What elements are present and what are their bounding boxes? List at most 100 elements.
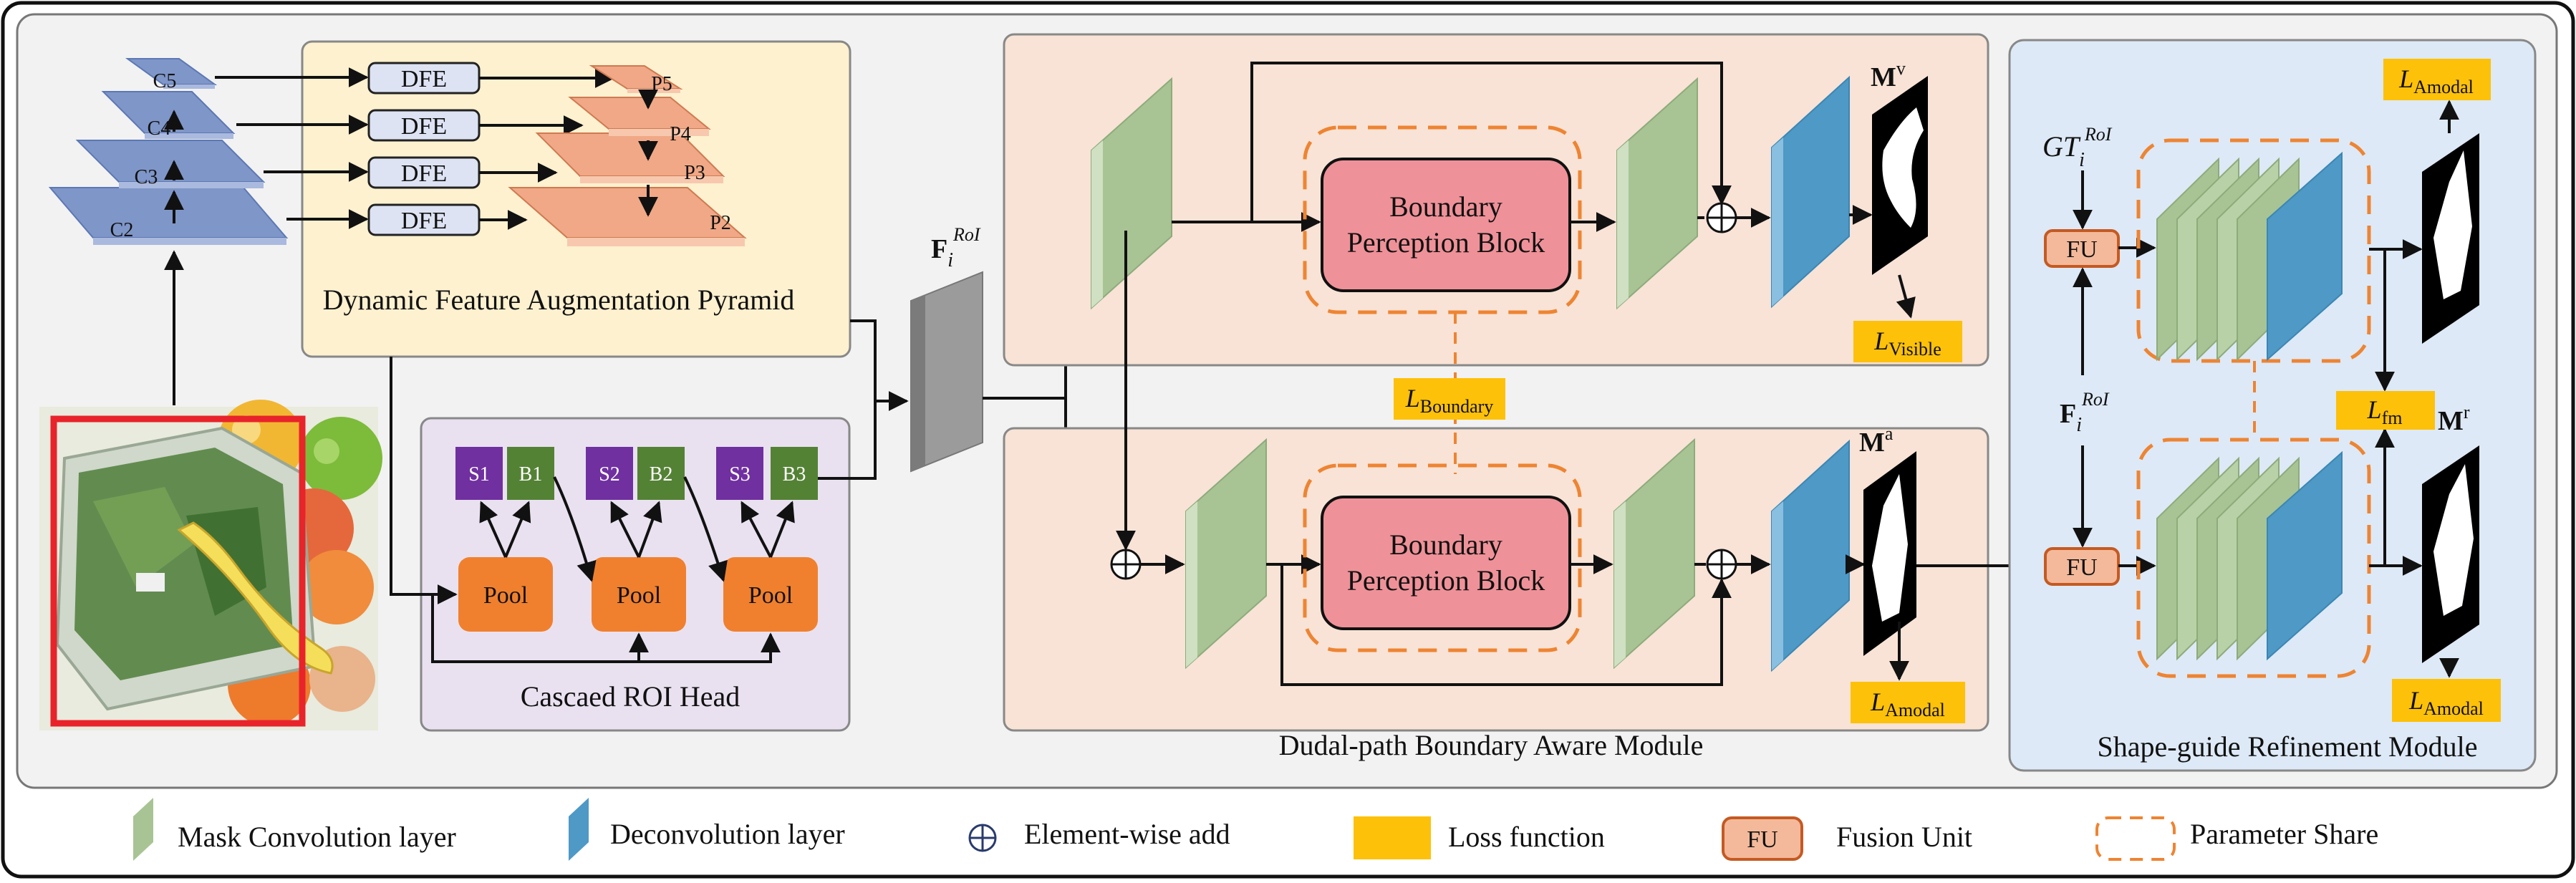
- s2-label: S2: [599, 463, 620, 486]
- loss-fm-label: Lfm: [2367, 395, 2403, 428]
- s2-box: [586, 447, 633, 500]
- apple-green: [299, 417, 382, 500]
- legend-loss-label: Loss function: [1448, 821, 1605, 853]
- pool-3-label: Pool: [748, 582, 793, 609]
- b2-box: [637, 447, 685, 500]
- loss-refine-top-label: LAmodal: [2398, 64, 2474, 97]
- loss-amodal: [1851, 682, 1965, 723]
- bpb-visible-line1: Boundary: [1389, 190, 1502, 223]
- roi-bounding-box: [50, 415, 306, 727]
- pool-1-label: Pool: [483, 582, 528, 609]
- pool-3: [723, 557, 818, 632]
- mask-refined-top: [2422, 133, 2479, 344]
- roi-stage-3: S3 B3 Pool: [716, 447, 818, 632]
- s3-box: [716, 447, 763, 500]
- s1-box: [455, 447, 503, 500]
- b1-label: B1: [519, 463, 543, 486]
- b1-box: [507, 447, 554, 500]
- refine-deconv-top: [2267, 151, 2343, 362]
- pool-2-label: Pool: [617, 582, 661, 609]
- bpb-amodal-line1: Boundary: [1389, 529, 1502, 561]
- param-share-amodal: [1303, 463, 1582, 652]
- bpb-visible: [1321, 158, 1571, 292]
- pool-1: [458, 557, 553, 632]
- roi-stage-2: S2 B2 Pool: [586, 447, 686, 632]
- mask-refined-label: Mr: [2438, 402, 2470, 436]
- dfe-label-1: DFE: [401, 66, 447, 92]
- loss-boundary: [1394, 378, 1505, 420]
- legend-share-label: Parameter Share: [2190, 818, 2378, 850]
- refine-stack-bottom: [2136, 438, 2371, 678]
- amodal-path: Boundary Perception Block Ma LAmodal: [1110, 231, 1965, 723]
- label-p3: P3: [684, 162, 705, 184]
- bpb-visible-line2: Perception Block: [1347, 226, 1545, 259]
- legend-loss-icon: [1354, 816, 1431, 859]
- b2-label: B2: [650, 463, 673, 486]
- legend-deconv-icon: [569, 798, 589, 861]
- s1-label: S1: [468, 463, 490, 486]
- backbone-pyramid: C5 C4 C3 C2: [48, 58, 289, 245]
- dfe-label-3: DFE: [401, 160, 447, 187]
- label-c3: C3: [135, 166, 158, 188]
- legend-deconv-label: Deconvolution layer: [610, 818, 845, 850]
- refine-panel: [2008, 39, 2537, 772]
- legend-add-label: Element-wise add: [1024, 818, 1230, 850]
- legend-fu-label: Fusion Unit: [1836, 821, 1972, 853]
- dfe-row: DFE DFE DFE DFE: [215, 62, 615, 236]
- label-c5: C5: [153, 70, 177, 92]
- mask-visible: [1872, 76, 1928, 275]
- loss-amodal-label: LAmodal: [1870, 687, 1945, 720]
- fu-bottom-label: FU: [2066, 554, 2097, 581]
- input-image: [39, 400, 382, 730]
- mask-visible-label: Mv: [1871, 58, 1906, 92]
- banana: [177, 521, 334, 675]
- b3-box: [771, 447, 818, 500]
- b3-label: B3: [783, 463, 806, 486]
- label-c4: C4: [148, 117, 171, 140]
- label-p5: P5: [651, 73, 672, 95]
- legend: Mask Convolution layer Deconvolution lay…: [133, 798, 2378, 861]
- loss-boundary-label: LBoundary: [1405, 384, 1494, 417]
- legend-fu-badge: FU: [1747, 826, 1777, 853]
- mask-amodal: [1863, 451, 1916, 656]
- roi-stage-1: S1 B1 Pool: [455, 447, 554, 632]
- refine-title: Shape-guide Refinement Module: [2098, 730, 2478, 763]
- gt-label: GTiRoI: [2042, 124, 2113, 171]
- roi-head-title: Cascaed ROI Head: [521, 680, 741, 713]
- param-share-visible: [1303, 125, 1582, 314]
- s3-label: S3: [729, 463, 751, 486]
- loss-visible: [1853, 321, 1962, 362]
- legend-mask-conv-label: Mask Convolution layer: [178, 821, 456, 853]
- refine-deconv-bottom: [2267, 450, 2343, 661]
- dfe-label-4: DFE: [401, 208, 447, 234]
- visible-path: Boundary Perception Block Mv LVisible: [1091, 58, 1962, 362]
- legend-share-icon: [2095, 816, 2176, 861]
- label-p2: P2: [710, 212, 731, 234]
- mask-refined: [2422, 445, 2479, 663]
- dfa-title: Dynamic Feature Augmentation Pyramid: [323, 284, 795, 316]
- refine-roi-label: FiRoI: [2060, 389, 2110, 436]
- param-share-refine-bottom: [2136, 438, 2371, 678]
- loss-refine-bottom: [2392, 679, 2501, 722]
- label-c2: C2: [110, 219, 134, 241]
- pool-2: [592, 557, 686, 632]
- legend-fu-icon: [1722, 816, 1803, 861]
- loss-visible-label: LVisible: [1873, 327, 1941, 360]
- roi-feature-label: FiRoI: [931, 224, 981, 271]
- label-p4: P4: [670, 123, 691, 145]
- dfe-label-2: DFE: [401, 113, 447, 140]
- fu-top-label: FU: [2066, 236, 2097, 263]
- mask-amodal-label: Ma: [1859, 423, 1894, 458]
- loss-refine-bottom-label: LAmodal: [2408, 686, 2484, 719]
- roi-feature-block: FiRoI: [910, 224, 983, 473]
- feature-pyramid-p: P5 P4 P3 P2: [508, 65, 747, 246]
- bpb-amodal: [1321, 496, 1571, 630]
- bpb-amodal-line2: Perception Block: [1347, 564, 1545, 597]
- legend-mask-conv-icon: [133, 798, 153, 861]
- loss-fm: [2336, 391, 2435, 430]
- loss-refine-top: [2383, 59, 2491, 100]
- refine-stack-top: [2136, 138, 2371, 363]
- boundary-module-title: Dudal-path Boundary Aware Module: [1279, 729, 1704, 761]
